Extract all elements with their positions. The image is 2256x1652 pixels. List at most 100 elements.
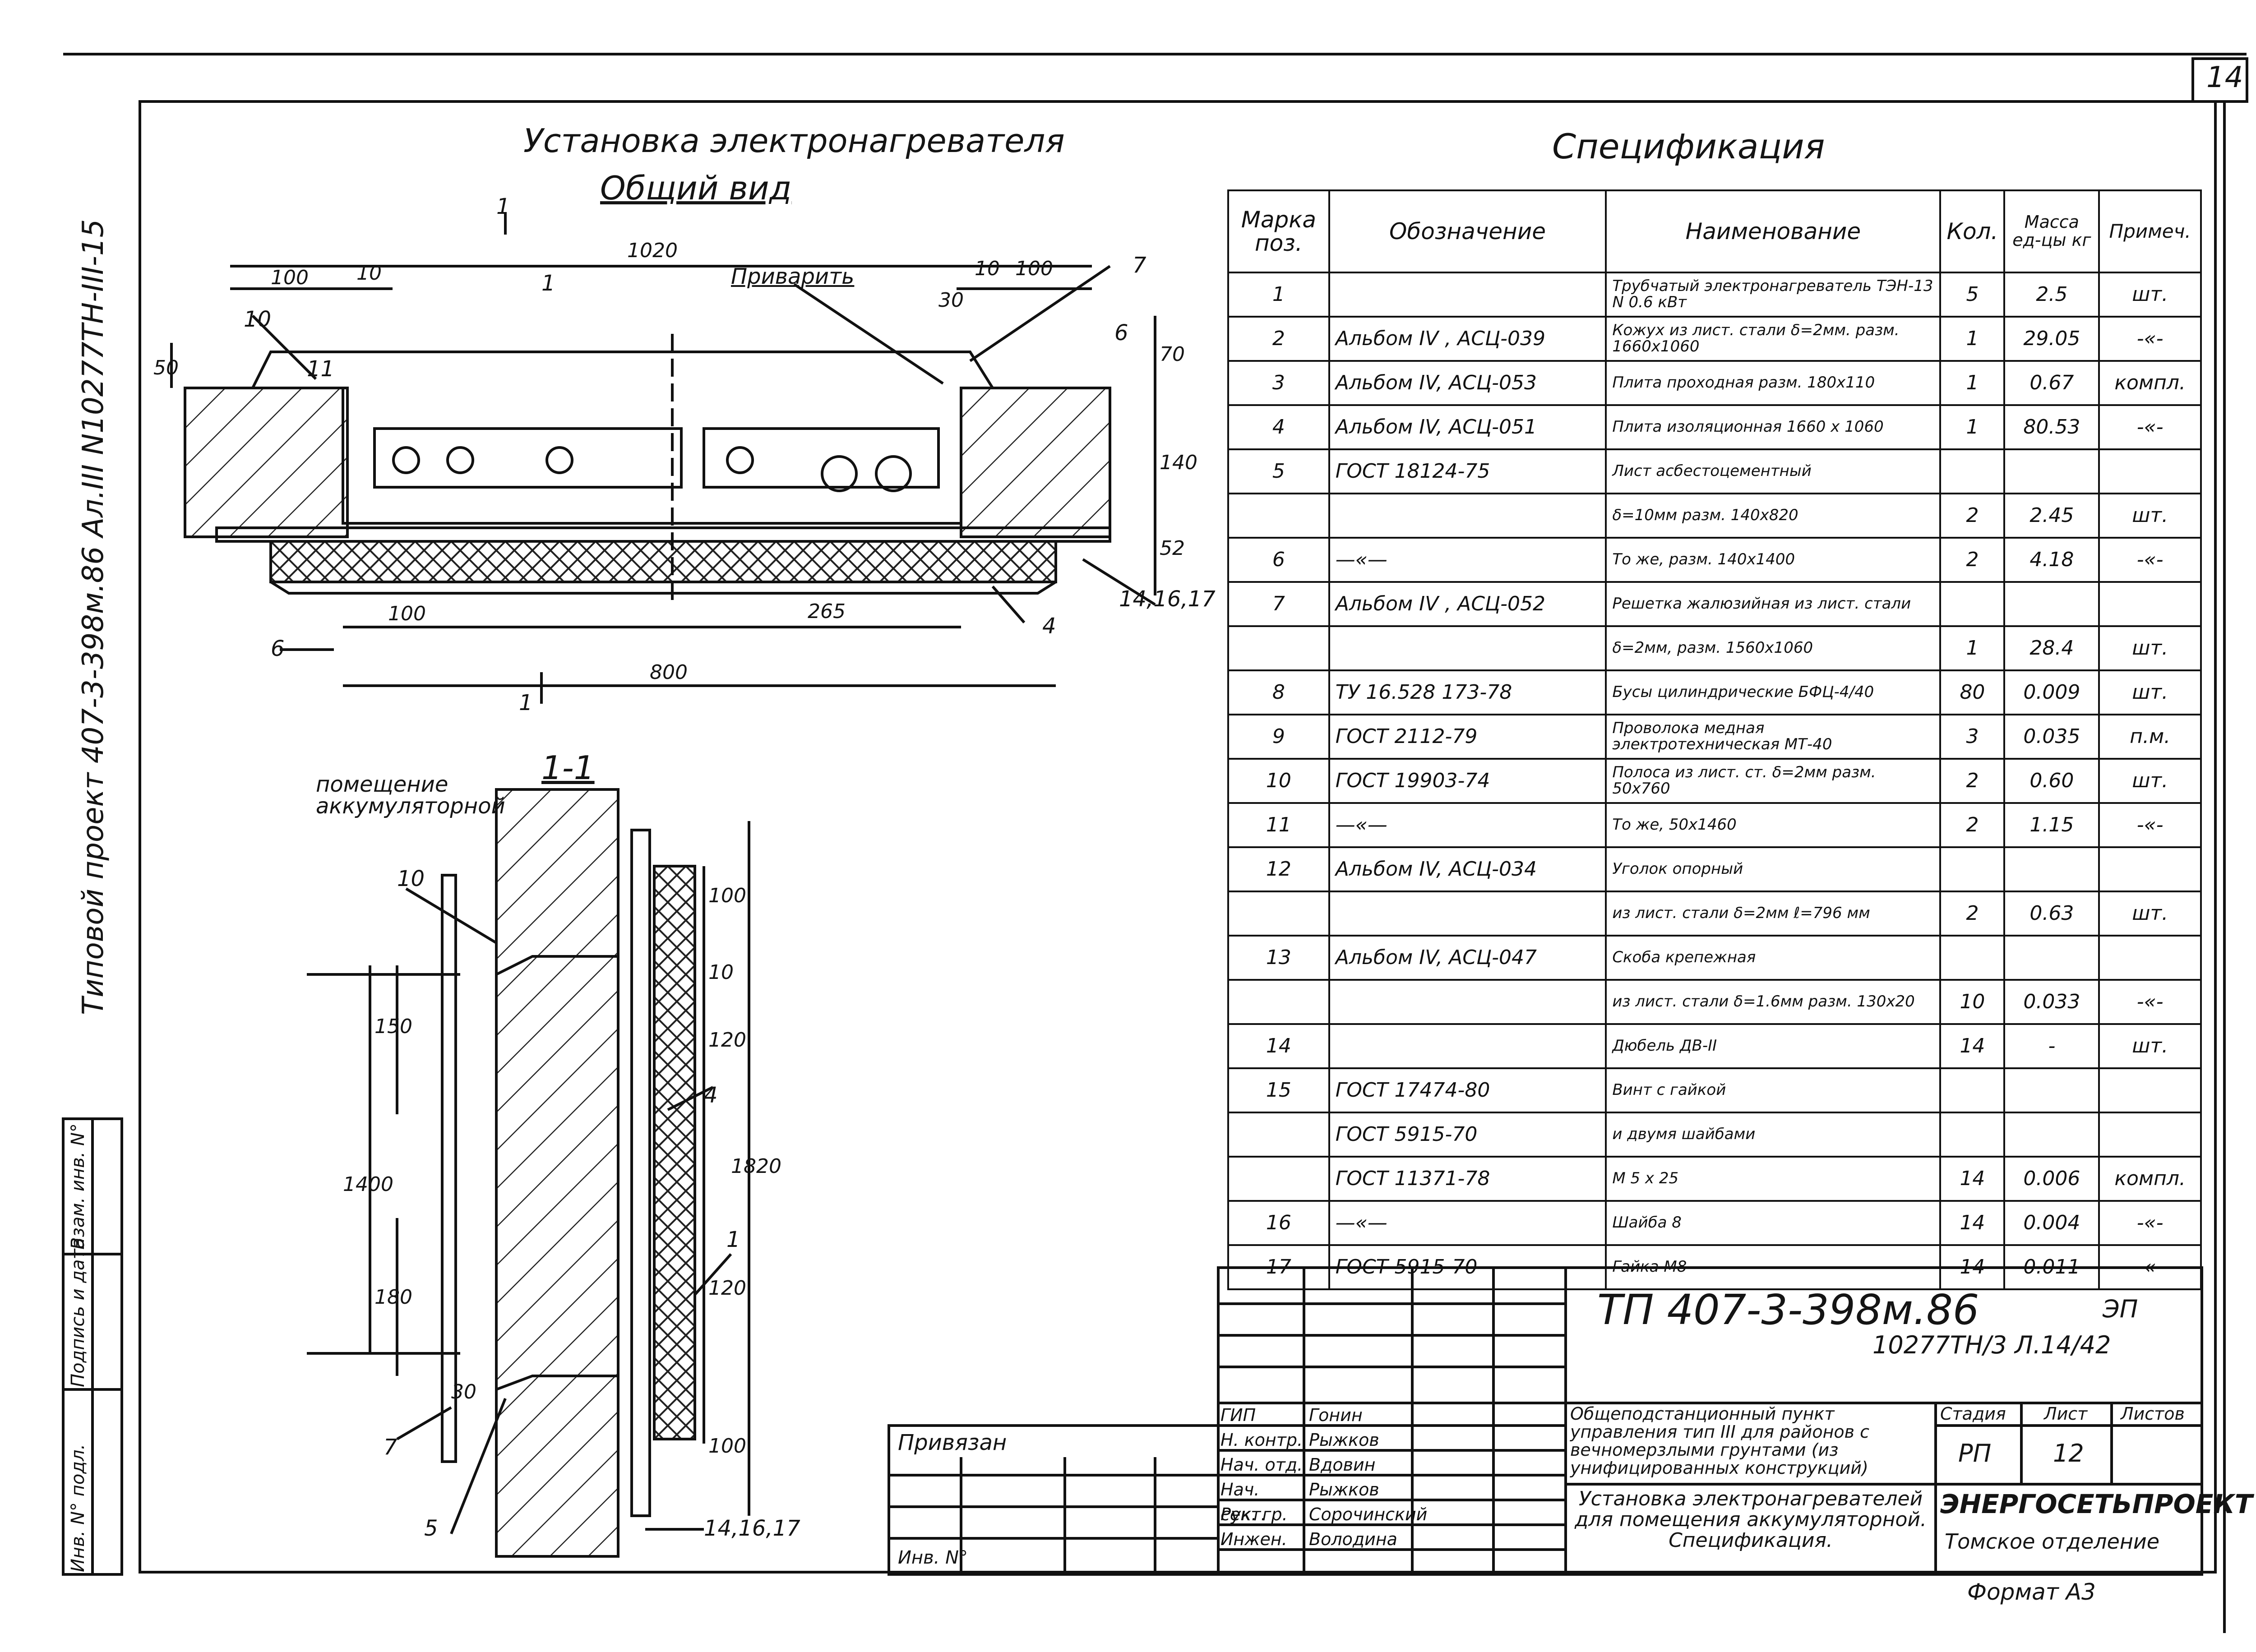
spec-cell-name: Винт с гайкой bbox=[1605, 1067, 1942, 1113]
drawing-title: Установка электронагревателей для помеще… bbox=[1574, 1487, 1927, 1552]
signature-row: Рук. гр.Сорочинский bbox=[1220, 1502, 1563, 1527]
spec-cell-qty: 80 bbox=[1939, 669, 2006, 715]
sdim-120b: 120 bbox=[708, 1277, 746, 1300]
spec-cell-mark: 3 bbox=[1227, 360, 1330, 406]
spec-cell-mark: 15 bbox=[1227, 1067, 1330, 1113]
spec-cell-qty bbox=[1939, 935, 2006, 981]
spec-cell-mass: 0.60 bbox=[2003, 758, 2100, 804]
insulation-plate bbox=[269, 540, 1057, 583]
signature-row: Н. контр.Рыжков bbox=[1220, 1428, 1563, 1453]
spec-cell-name: М 5 x 25 bbox=[1605, 1156, 1942, 1202]
spec-cell-mark bbox=[1227, 625, 1330, 671]
spec-cell-mark bbox=[1227, 1156, 1330, 1202]
spec-cell-name: Проволока медная электротехническая МТ-4… bbox=[1605, 714, 1942, 760]
sdim-150: 150 bbox=[374, 1015, 412, 1038]
spec-cell-name: Плита изоляционная 1660 x 1060 bbox=[1605, 404, 1942, 450]
signature-row: Инжен.Володина bbox=[1220, 1527, 1563, 1552]
spec-cell-designation: ГОСТ 17474-80 bbox=[1328, 1067, 1607, 1113]
dim-800: 800 bbox=[650, 661, 688, 684]
inv-label: Инв. N° bbox=[898, 1547, 968, 1568]
doc-code-suffix: ЭП bbox=[2103, 1295, 2138, 1323]
spec-cell-qty: 14 bbox=[1939, 1156, 2006, 1202]
spec-cell-name: То же, 50x1460 bbox=[1605, 802, 1942, 848]
spec-cell-mass: 4.18 bbox=[2003, 537, 2100, 583]
dim-50: 50 bbox=[153, 356, 179, 379]
doc-code: ТП 407-3-398м.86 bbox=[1597, 1286, 1979, 1334]
sdim-120: 120 bbox=[708, 1029, 746, 1052]
section-mark-top: 1 bbox=[496, 194, 510, 219]
spec-cell-qty bbox=[1939, 581, 2006, 627]
spec-cell-mark: 6 bbox=[1227, 537, 1330, 583]
dim-52: 52 bbox=[1160, 537, 1185, 560]
spec-cell-note: компл. bbox=[2098, 360, 2202, 406]
spec-cell-designation: —«— bbox=[1328, 537, 1607, 583]
spec-cell-mark bbox=[1227, 891, 1330, 937]
spec-body: 1 Трубчатый электронагреватель ТЭН-13 N 0… bbox=[1227, 272, 2202, 1290]
spec-col-name: Наименование bbox=[1605, 189, 1942, 273]
callout-10: 10 bbox=[244, 307, 272, 332]
spec-cell-name: Уголок опорный bbox=[1605, 846, 1942, 892]
dim-100-left: 100 bbox=[271, 266, 309, 289]
spec-cell-mass bbox=[2003, 1112, 2100, 1158]
dim-1020: 1020 bbox=[627, 239, 678, 262]
spec-cell-mass bbox=[2003, 935, 2100, 981]
dim-30: 30 bbox=[938, 289, 964, 312]
spec-col-mass: Масса ед-цы кг bbox=[2003, 189, 2100, 273]
spec-cell-designation: Альбом IV, АСЦ-053 bbox=[1328, 360, 1607, 406]
stage-label: Стадия bbox=[1940, 1404, 2006, 1424]
spec-cell-qty: 2 bbox=[1939, 537, 2006, 583]
spec-cell-mass: 0.004 bbox=[2003, 1200, 2100, 1246]
dim-100-right: 100 bbox=[1015, 257, 1053, 280]
spec-col-qty: Кол. bbox=[1939, 189, 2006, 273]
spec-cell-note bbox=[2098, 448, 2202, 494]
spec-cell-designation bbox=[1328, 979, 1607, 1025]
signature-role: ГИП bbox=[1220, 1405, 1256, 1425]
signature-name: Рыжков bbox=[1309, 1430, 1379, 1450]
spec-cell-mark: 17 bbox=[1227, 1244, 1330, 1290]
spec-cell-note: -«- bbox=[2098, 316, 2202, 362]
spec-cell-designation bbox=[1328, 1023, 1607, 1069]
spec-cell-mass: 1.15 bbox=[2003, 802, 2100, 848]
spec-cell-name: Дюбель ДВ-II bbox=[1605, 1023, 1942, 1069]
sheets-label: Листов bbox=[2121, 1404, 2185, 1424]
section-view bbox=[307, 788, 750, 1558]
spec-cell-mass: 0.011 bbox=[2003, 1244, 2100, 1290]
spec-cell-name: Решетка жалюзийная из лист. стали bbox=[1605, 581, 1942, 627]
sheet-label: Лист bbox=[2044, 1404, 2088, 1424]
weld-note: Приварить bbox=[731, 264, 855, 289]
spec-cell-note: п.м. bbox=[2098, 714, 2202, 760]
stamp-vzam: Взам. инв. N° bbox=[68, 1123, 88, 1250]
sdim-100: 100 bbox=[708, 884, 746, 907]
spec-cell-designation: Альбом IV, АСЦ-034 bbox=[1328, 846, 1607, 892]
main-title: Установка электронагревателя bbox=[523, 122, 1065, 160]
spec-cell-mass: 0.009 bbox=[2003, 669, 2100, 715]
frame-border bbox=[139, 100, 2217, 1574]
sdim-180: 180 bbox=[374, 1286, 412, 1309]
callout-6-left: 6 bbox=[271, 636, 285, 661]
spec-cell-note bbox=[2098, 935, 2202, 981]
spec-cell-name: Трубчатый электронагреватель ТЭН-13 N 0.… bbox=[1605, 272, 1942, 318]
signature-row: Нач. отд.Вдовин bbox=[1220, 1453, 1563, 1477]
spec-cell-name: δ=2мм, разм. 1560x1060 bbox=[1605, 625, 1942, 671]
side-stamp: Типовой проект 407-3-398м.86 Ал.III N102… bbox=[77, 219, 110, 1015]
spec-cell-qty: 1 bbox=[1939, 404, 2006, 450]
callout-4: 4 bbox=[1042, 614, 1056, 639]
spec-cell-designation: ГОСТ 5915-70 bbox=[1328, 1112, 1607, 1158]
sheet-value: 12 bbox=[2053, 1439, 2084, 1467]
casing-outline bbox=[194, 351, 1087, 389]
dim-70: 70 bbox=[1160, 343, 1185, 366]
dim-100-bottom: 100 bbox=[388, 602, 426, 625]
spec-cell-note bbox=[2098, 581, 2202, 627]
spec-cell-name: из лист. стали δ=1.6мм разм. 130x20 bbox=[1605, 979, 1942, 1025]
